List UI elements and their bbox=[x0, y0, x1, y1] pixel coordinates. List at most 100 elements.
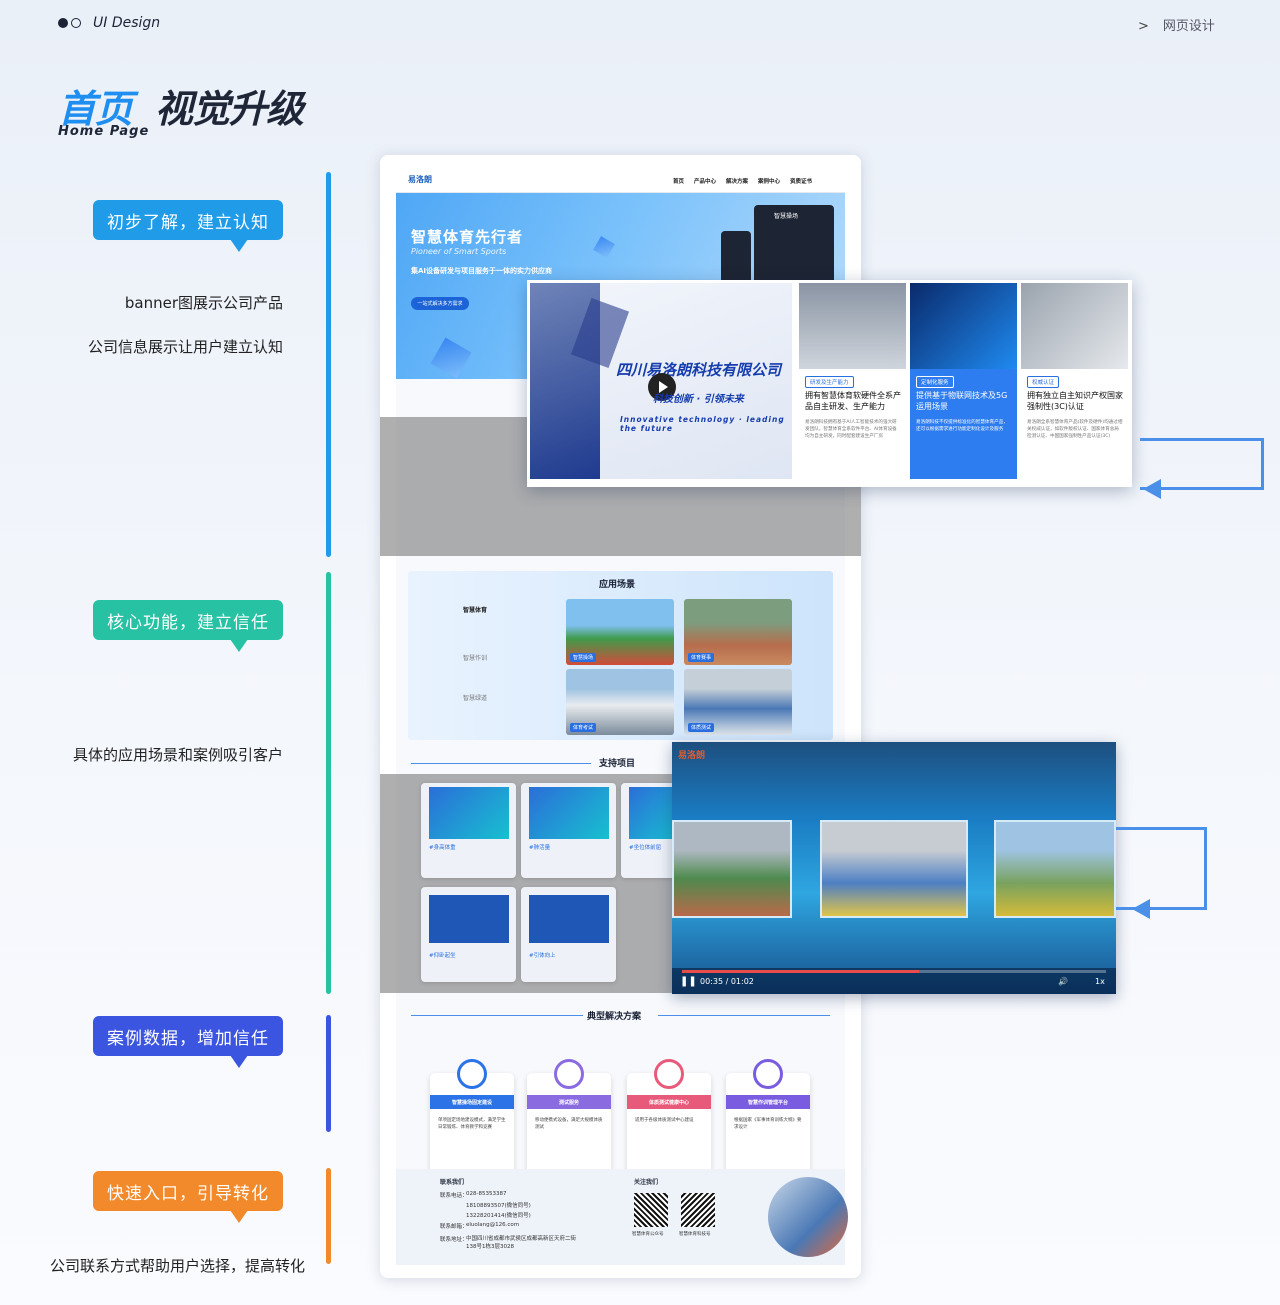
solution-card[interactable]: 体质测试健康中心适用于各级体质测试中心建设 bbox=[627, 1059, 711, 1177]
support-card[interactable]: #肺活量 bbox=[521, 783, 616, 878]
progress-fill bbox=[682, 970, 920, 973]
scene-item[interactable]: 智慧绿道 bbox=[463, 695, 488, 702]
company-info-overlay: 四川易洛朗科技有限公司 科技创新 · 引领未来 Innovative techn… bbox=[527, 280, 1132, 487]
breadcrumb[interactable]: > 网页设计 bbox=[1138, 15, 1215, 34]
feature-column[interactable]: 权威认证 拥有独立自主知识产权国家强制性(3C)认证 易洛朗全系智慧体育产品(软… bbox=[1021, 283, 1128, 479]
card-label: #引体向上 bbox=[529, 953, 556, 959]
mock-nav-item[interactable]: 首页 bbox=[673, 179, 685, 185]
page-title-dark: 视觉升级 bbox=[155, 87, 304, 131]
section-bubble-1: 初步了解，建立认知 bbox=[93, 200, 283, 252]
video-photo bbox=[672, 820, 792, 918]
monitor-icon bbox=[457, 1059, 487, 1089]
pause-icon[interactable]: ❚❚ bbox=[680, 976, 697, 987]
qr-code bbox=[681, 1193, 715, 1227]
progress-bar[interactable] bbox=[682, 970, 1106, 973]
video-controls: ❚❚ 00:35 / 01:02 🔊 1x bbox=[672, 968, 1116, 994]
connector-arrow bbox=[1140, 438, 1264, 490]
page-subtitle: Home Page bbox=[58, 124, 150, 139]
support-title: 支持项目 bbox=[599, 759, 636, 769]
card-label: #仰卧起坐 bbox=[429, 953, 456, 959]
footer-phone: 028-85353387 bbox=[466, 1191, 507, 1197]
scene-item[interactable]: 智慧体育 bbox=[463, 607, 488, 614]
footer-email: eluolang@126.com bbox=[466, 1222, 520, 1228]
feature-column[interactable]: 研发及生产能力 拥有智慧体育软硬件全系产品自主研发、生产能力 易洛朗科技拥有基于… bbox=[799, 283, 906, 479]
section-line-3 bbox=[326, 1015, 331, 1132]
support-card[interactable]: #身高体重 bbox=[421, 783, 516, 878]
solution-desc: 根据国家《军事体育训练大纲》要求设计 bbox=[734, 1118, 802, 1130]
speed-button[interactable]: 1x bbox=[1095, 977, 1105, 986]
feature-tag: 权威认证 bbox=[1027, 376, 1060, 388]
title-line bbox=[658, 1015, 830, 1016]
solution-card[interactable]: 智慧作训管理平台根据国家《军事体育训练大纲》要求设计 bbox=[726, 1059, 810, 1177]
section-note: banner图展示公司产品 bbox=[124, 294, 283, 312]
volume-icon[interactable]: 🔊 bbox=[1058, 977, 1068, 986]
connector-arrow bbox=[1116, 827, 1207, 910]
footer-phone: 13228201414(微信同号) bbox=[466, 1213, 531, 1219]
feature-tag: 定制化服务 bbox=[916, 376, 954, 388]
card-label: #肺活量 bbox=[529, 845, 551, 851]
chevron-right-icon: > bbox=[1138, 19, 1149, 34]
video-player[interactable]: 易洛朗 ❚❚ 00:35 / 01:02 🔊 1x bbox=[672, 742, 1116, 994]
scene-photo: 体育考试 bbox=[566, 669, 674, 735]
mock-logo: 易洛朗 bbox=[408, 175, 432, 184]
solutions-title: 典型解决方案 bbox=[587, 1012, 642, 1022]
breadcrumb-label: 网页设计 bbox=[1162, 19, 1215, 34]
solution-name: 测试服务 bbox=[527, 1095, 611, 1109]
banner-subtitle: Pioneer of Smart Sports bbox=[411, 247, 507, 256]
mock-nav-item[interactable]: 解决方案 bbox=[726, 179, 749, 185]
footer-follow-title: 关注我们 bbox=[634, 1179, 659, 1186]
mock-nav-item[interactable]: 产品中心 bbox=[694, 179, 717, 185]
scenes-section: 应用场景 智慧体育 智慧作训 智慧绿道 智慧操场 体育赛事 体育考试 体质测试 bbox=[408, 571, 833, 740]
page-title-blue: 首页 bbox=[58, 87, 133, 131]
qr-caption: 智慧体育公众号 bbox=[632, 1232, 664, 1237]
footer-label: 联系电话： bbox=[440, 1193, 468, 1199]
feature-image bbox=[799, 283, 906, 369]
arrowhead-icon bbox=[1143, 479, 1161, 499]
ui-design-tag: UI Design bbox=[93, 15, 161, 31]
video-photo bbox=[820, 820, 968, 918]
pager-dots bbox=[58, 16, 84, 30]
section-bubble-4: 快速入口，引导转化 bbox=[93, 1171, 283, 1223]
banner-desc: 集AI设备研发与项目服务于一体的实力供应商 bbox=[411, 267, 553, 275]
solution-card[interactable]: 智慧操场固定建设单项固定场地建设模式，满足学生日常锻炼、体育教学和竞赛 bbox=[430, 1059, 514, 1177]
video-logo: 易洛朗 bbox=[678, 751, 706, 761]
person-icon bbox=[654, 1059, 684, 1089]
support-card[interactable]: #引体向上 bbox=[521, 887, 616, 982]
feature-desc: 易洛朗科技拥有基于AI人工智能技术的强大研发团队，智慧体育全系软件平台、AI体育… bbox=[805, 420, 897, 439]
section-bubble-3: 案例数据，增加信任 bbox=[93, 1016, 283, 1068]
company-video[interactable]: 四川易洛朗科技有限公司 科技创新 · 引领未来 Innovative techn… bbox=[530, 283, 792, 479]
card-label: #坐位体前屈 bbox=[629, 845, 662, 851]
play-icon[interactable] bbox=[648, 373, 676, 401]
section-line-2 bbox=[326, 572, 331, 994]
scene-photo: 体质测试 bbox=[684, 669, 792, 735]
solution-card[interactable]: 测试服务移动便携式设备，满足大规模体质测试 bbox=[527, 1059, 611, 1177]
title-line bbox=[411, 1015, 583, 1016]
mock-nav-item[interactable]: 案例中心 bbox=[758, 179, 781, 185]
feature-column[interactable]: 定制化服务 提供基于物联网技术及5G运用场景 易洛朗科技不仅提供标准化的智慧体育… bbox=[910, 283, 1017, 479]
feature-title: 提供基于物联网技术及5G运用场景 bbox=[916, 391, 1008, 411]
company-slogan-en: Innovative technology · leading the futu… bbox=[620, 415, 785, 433]
banner-button[interactable]: 一站式解决多方需求 bbox=[411, 297, 469, 310]
solution-desc: 适用于各级体质测试中心建设 bbox=[635, 1118, 694, 1123]
solution-name: 智慧操场固定建设 bbox=[430, 1095, 514, 1109]
title-line bbox=[411, 763, 591, 764]
solution-desc: 移动便携式设备，满足大规模体质测试 bbox=[535, 1118, 603, 1130]
footer-label: 联系地址： bbox=[440, 1237, 468, 1243]
mock-navbar: 易洛朗 首页 产品中心 解决方案 案例中心 资质证书 bbox=[396, 169, 845, 193]
solution-name: 智慧作训管理平台 bbox=[726, 1095, 810, 1109]
support-card[interactable]: #仰卧起坐 bbox=[421, 887, 516, 982]
feature-desc: 易洛朗科技不仅提供标准化的智慧体育产品，还可以根据需求进行功能定制化设计及服务 bbox=[916, 420, 1008, 432]
scene-photo: 智慧操场 bbox=[566, 599, 674, 665]
arrowhead-icon bbox=[1132, 899, 1150, 919]
photo-caption: 智慧操场 bbox=[570, 653, 597, 662]
scenes-title: 应用场景 bbox=[599, 580, 636, 590]
feature-desc: 易洛朗全系智慧体育产品(软件及硬件)均通过相关权威认证，如软件版权认证、国家体育… bbox=[1027, 420, 1123, 439]
photo-caption: 体育赛事 bbox=[688, 653, 715, 662]
section-note: 公司信息展示让用户建立认知 bbox=[87, 338, 283, 356]
section-note: 公司联系方式帮助用户选择，提高转化 bbox=[49, 1257, 305, 1275]
feature-title: 拥有独立自主知识产权国家强制性(3C)认证 bbox=[1027, 391, 1123, 411]
platform-icon bbox=[753, 1059, 783, 1089]
scene-item[interactable]: 智慧作训 bbox=[463, 655, 488, 662]
mock-nav-item[interactable]: 资质证书 bbox=[790, 179, 813, 185]
banner-title: 智慧体育先行者 bbox=[411, 228, 524, 246]
